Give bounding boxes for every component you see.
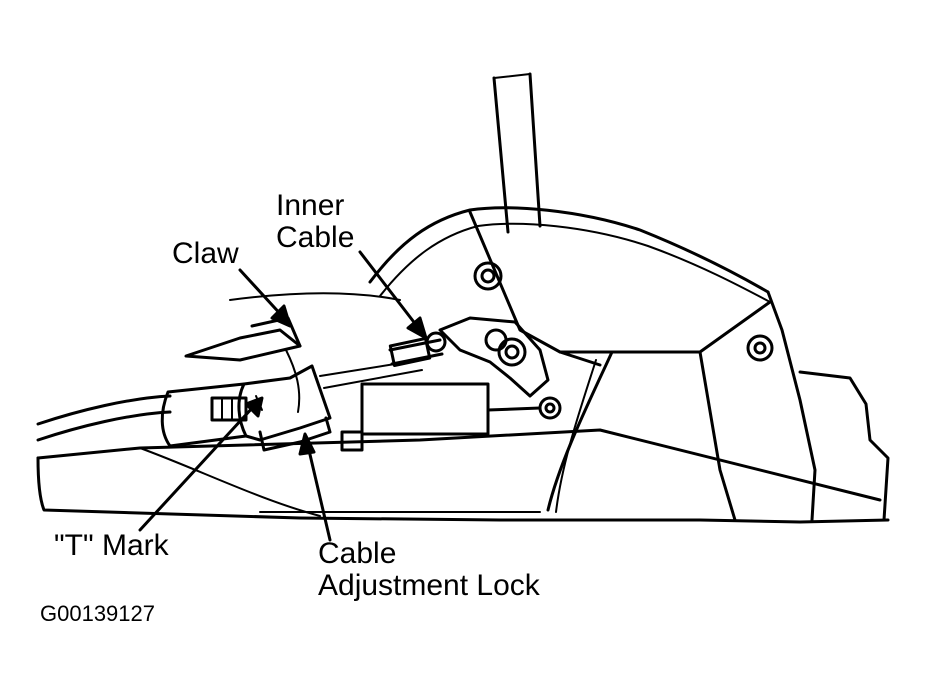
lever-bracket (425, 261, 774, 398)
arrowhead-inner-cable (406, 316, 428, 340)
label-cable-adjustment-lock-line2: Adjustment Lock (318, 569, 540, 602)
base-plate (36, 428, 890, 524)
label-inner-cable-line2: Cable (276, 221, 355, 254)
arrowhead-cable-adjustment-lock (298, 432, 316, 456)
cable-adjuster (160, 316, 332, 452)
arrowhead-claw (270, 304, 292, 328)
leader-arrows (138, 250, 428, 542)
figure-code: G00139127 (40, 601, 155, 626)
console-housing (368, 206, 890, 522)
label-cable-adjustment-lock-line1: Cable (318, 537, 397, 570)
leader-cable-adjustment-lock (306, 444, 332, 542)
label-claw: Claw (172, 237, 239, 270)
label-inner-cable-line1: Inner (276, 189, 345, 222)
leader-inner-cable (358, 250, 422, 332)
arrowhead-t-mark (244, 396, 264, 418)
switch-box (340, 382, 562, 452)
leader-t-mark (138, 404, 256, 532)
leader-claw (238, 268, 286, 320)
outer-cable (36, 292, 444, 442)
label-t-mark: "T" Mark (54, 529, 169, 562)
